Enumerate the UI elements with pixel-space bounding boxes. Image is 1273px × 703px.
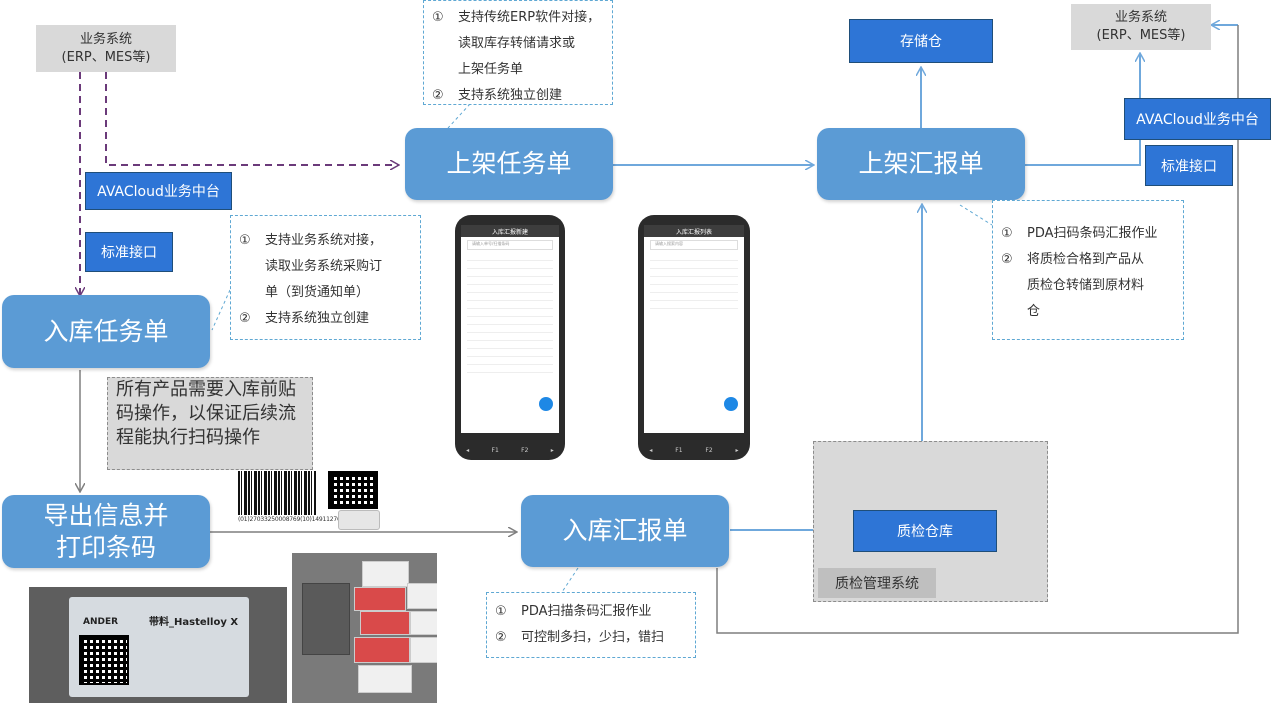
note-top-num-4: ② [432, 88, 444, 103]
note-inbound-report-text-1: PDA扫描条码汇报作业 [521, 604, 652, 619]
right-avacloud-box: AVACloud业务中台 [1124, 98, 1271, 140]
note-putaway-text-4: 仓 [1027, 304, 1041, 319]
right-business-system-line1: 业务系统 [1114, 10, 1167, 25]
label-photo-qr-icon [79, 635, 129, 685]
note-putaway-text-1: PDA扫码条码汇报作业 [1027, 226, 1158, 241]
purple-dashed-connectors [80, 72, 398, 295]
barcode-icon [238, 471, 316, 515]
note-inbound-text-1: 支持业务系统对接， [265, 233, 383, 248]
label-photo: ANDER 带料_Hastelloy X [29, 587, 287, 703]
note-top-text-1: 支持传统ERP软件对接， [458, 10, 601, 25]
pda-phone-1-screen: 入库汇报新建 请输入单号/扫描条码 [461, 225, 559, 433]
note-inbound-report-text-2: 可控制多扫，少扫，错扫 [521, 630, 665, 645]
labeling-note: 所有产品需要入库前贴码操作，以保证后续流程能执行扫码操作 [107, 377, 313, 470]
export-print-line2: 打印条码 [55, 532, 156, 562]
note-putaway-text-3: 质检仓转储到原材料 [1027, 278, 1145, 293]
label-photo-card: ANDER 带料_Hastelloy X [69, 597, 249, 697]
note-putaway-text-2: 将质检合格到产品从 [1027, 252, 1145, 267]
putaway-task-node: 上架任务单 [405, 128, 613, 200]
note-inbound-report-num-1: ① [495, 604, 507, 619]
label-photo-title: 带料_Hastelloy X [149, 617, 239, 628]
note-inbound-num-4: ② [239, 311, 251, 326]
note-inbound-text-4: 支持系统独立创建 [265, 311, 370, 326]
note-putaway-num-3 [1001, 273, 1027, 299]
label-photo-brand: ANDER [83, 617, 119, 627]
note-inbound-num-2 [239, 254, 265, 280]
note-inbound-num-3 [239, 280, 265, 306]
inbound-task-node: 入库任务单 [2, 295, 210, 368]
barcode-graphic: (01)27033250008769(10)14911276 [238, 471, 341, 527]
note-inbound-report-num-2: ② [495, 630, 507, 645]
right-business-system: 业务系统 (ERP、MES等) [1071, 4, 1211, 50]
note-top-text-2: 读取库存转储请求或 [458, 36, 576, 51]
note-top-num-2 [432, 31, 458, 57]
left-business-system-line1: 业务系统 [79, 31, 132, 47]
left-business-system-line2: (ERP、MES等) [61, 49, 151, 65]
qr-code-icon [328, 471, 378, 509]
qc-system-region: 质检管理系统 [813, 441, 1048, 602]
note-putaway-num-2: ② [1001, 252, 1013, 267]
note-inbound-text-2: 读取业务系统采购订 [265, 259, 383, 274]
putaway-report-node: 上架汇报单 [817, 128, 1025, 200]
note-putaway-report: ① PDA扫码条码汇报作业 ② 将质检合格到产品从 质检仓转储到原材料 仓 [992, 200, 1184, 340]
phone2-search: 请输入搜索内容 [650, 240, 738, 250]
phone1-search: 请输入单号/扫描条码 [467, 240, 553, 250]
note-pointers [211, 103, 993, 593]
left-avacloud-box: AVACloud业务中台 [85, 172, 232, 210]
note-putaway-num-1: ① [1001, 226, 1013, 241]
export-print-node: 导出信息并 打印条码 [2, 495, 210, 568]
note-putaway-num-4 [1001, 299, 1027, 325]
left-std-interface-box: 标准接口 [85, 232, 173, 272]
qc-system-label: 质检管理系统 [818, 568, 936, 598]
pda-phone-2-screen: 入库汇报列表 请输入搜索内容 [644, 225, 744, 433]
label-sticker-icon [338, 510, 380, 530]
note-top-text-4: 支持系统独立创建 [458, 88, 563, 103]
barcode-text: (01)27033250008769(10)14911276 [238, 516, 341, 523]
boxes-photo [292, 553, 437, 703]
phone1-confirm-icon [539, 397, 553, 411]
note-inbound-report: ① PDA扫描条码汇报作业 ② 可控制多扫，少扫，错扫 [486, 592, 696, 658]
phone1-title: 入库汇报新建 [461, 225, 559, 237]
storage-warehouse-box: 存储仓 [849, 19, 993, 63]
note-top-text-3: 上架任务单 [458, 62, 524, 77]
right-std-interface-box: 标准接口 [1145, 145, 1233, 186]
right-business-system-line2: (ERP、MES等) [1096, 28, 1186, 43]
phone2-title: 入库汇报列表 [644, 225, 744, 237]
note-inbound-num-1: ① [239, 233, 251, 248]
note-top-num-3 [432, 57, 458, 83]
qc-warehouse-box: 质检仓库 [853, 510, 997, 552]
export-print-line1: 导出信息并 [43, 500, 169, 530]
gray-flow-lines [80, 25, 1239, 634]
note-top: ① 支持传统ERP软件对接， 读取库存转储请求或 上架任务单 ② 支持系统独立创建 [423, 0, 613, 105]
note-inbound-text-3: 单（到货通知单） [265, 285, 370, 300]
phone2-more-icon [724, 397, 738, 411]
note-top-num-1: ① [432, 10, 444, 25]
note-inbound: ① 支持业务系统对接， 读取业务系统采购订 单（到货通知单） ② 支持系统独立创建 [230, 215, 421, 340]
inbound-report-node: 入库汇报单 [521, 495, 729, 567]
left-business-system: 业务系统 (ERP、MES等) [36, 25, 176, 72]
